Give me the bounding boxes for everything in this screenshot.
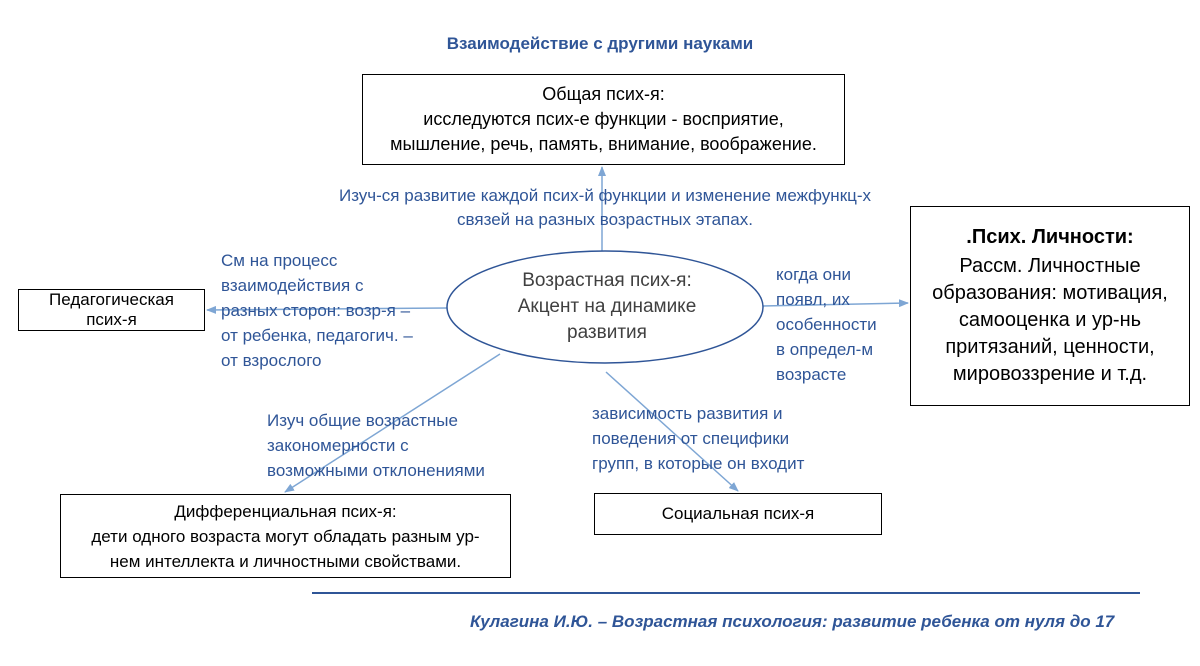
note-line: возможными отклонениями [267,461,485,480]
box-line: Рассм. Личностные [959,255,1141,277]
note-line: особенности [776,315,877,334]
general-psychology-box: Общая псих-я: исследуются псих-е функции… [362,74,845,165]
note-line: связей на разных возрастных этапах. [457,210,753,229]
note-line: взаимодействия с [221,276,364,295]
box-heading: .Псих. Личности: [966,226,1134,248]
box-line: Общая псих-я: [542,84,665,104]
note-line: в определ-м [776,340,874,359]
pedagogical-psychology-box: Педагогическая псих-я [18,289,205,331]
box-line: нем интеллекта и личностными свойствами. [109,551,462,571]
center-line: Акцент на динамике [517,296,697,317]
note-line: зависимость развития и [592,404,783,423]
center-line: развития [567,322,647,343]
note-line: возрасте [776,365,847,384]
diagram-title: Взаимодействие с другими науками [446,34,754,53]
box-line: образования: мотивация, [932,282,1168,304]
note-line: разных сторон: возр-я – [221,301,411,320]
box-line: исследуются псих-е функции - восприятие, [423,109,784,129]
arrow-to-social [605,371,739,492]
personality-psychology-box: .Псих. Личности: Рассм. Личностные образ… [910,206,1190,406]
arrow-to-pedagogical [206,305,449,314]
note-line: групп, в которые он входит [592,454,805,473]
center-label: Возрастная псих-я: Акцент на динамике ра… [452,268,762,346]
box-line: самооценка и ур-нь [958,309,1142,331]
note-line: См на процесс [221,251,338,270]
box-line: мышление, речь, память, внимание, вообра… [390,134,817,154]
box-line: притязаний, ценности, [945,336,1155,358]
note-line: закономерности с [267,436,409,455]
box-line: Педагогическая [49,290,174,309]
box-line: Дифференциальная псих-я: [174,501,397,521]
center-line: Возрастная псих-я: [522,270,692,291]
box-line: псих-я [86,310,137,329]
source-citation: Кулагина И.Ю. – Возрастная психология: р… [470,612,1115,631]
arrow-to-differential [284,353,501,493]
arrow-to-personality [761,299,909,308]
box-line: Социальная псих-я [661,504,815,523]
differential-psychology-box: Дифференциальная псих-я: дети одного воз… [60,494,511,578]
note-line: поведения от специфики [592,429,790,448]
box-line: мировоззрение и т.д. [952,363,1148,385]
center-ellipse [446,250,764,364]
note-line: от ребенка, педагогич. – [221,326,413,345]
note-line: от взрослого [221,351,322,370]
box-line: дети одного возраста могут обладать разн… [91,526,480,546]
note-line: Изуч общие возрастные [267,411,458,430]
note-social: зависимость развития и поведения от спец… [592,401,862,476]
note-general: Изуч-ся развитие каждой псих-й функции и… [290,184,920,232]
note-line: когда они [776,265,851,284]
note-pedagogical: См на процесс взаимодействия с разных ст… [221,248,451,373]
note-personality: когда они появл, их особенности в опреде… [776,262,906,387]
note-line: Изуч-ся развитие каждой псих-й функции и… [338,186,872,205]
note-line: появл, их [776,290,850,309]
note-differential: Изуч общие возрастные закономерности с в… [267,408,557,483]
social-psychology-box: Социальная псих-я [594,493,882,535]
